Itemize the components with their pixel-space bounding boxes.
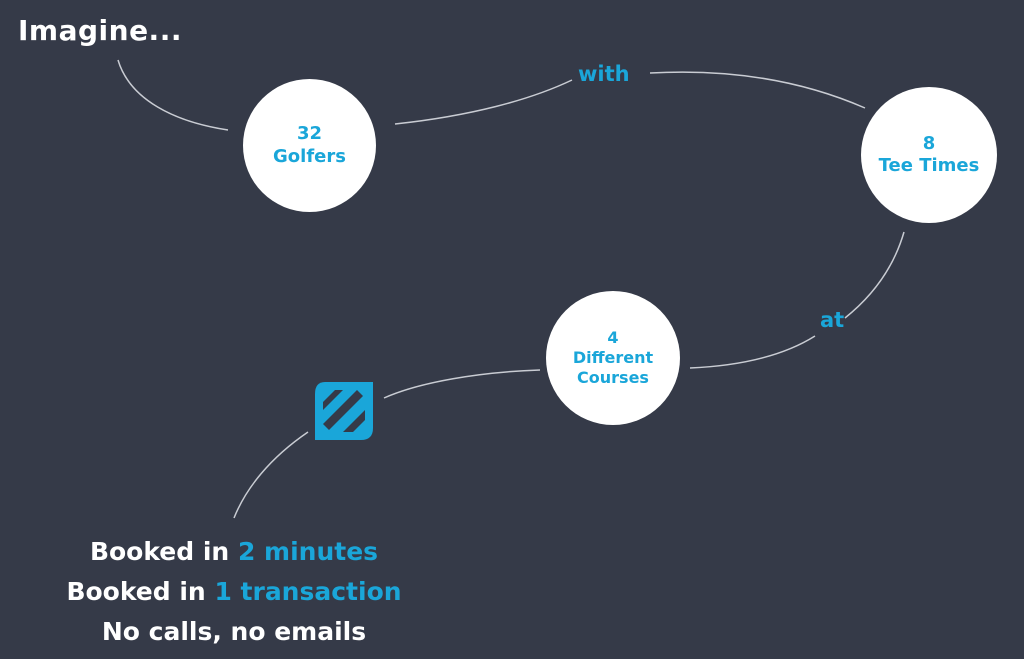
connector-line-with-teetimes [649,71,866,109]
summary-line-transaction-prefix: Booked in [66,577,215,606]
summary-line-minutes: Booked in 2 minutes [20,532,448,572]
summary-line-transaction: Booked in 1 transaction [20,572,448,612]
connector-line-golfers-with [394,79,573,125]
connector-line-courses-logo [383,369,541,399]
courses-count: 4 [607,328,619,347]
courses-label-line2: Courses [577,368,649,387]
golfers-label: Golfers [273,145,346,167]
tee-times-count: 8 [922,132,936,154]
connector-line-teetimes-at [844,231,905,319]
summary-line-minutes-prefix: Booked in [89,537,238,566]
summary-line-no-calls: No calls, no emails [101,617,367,646]
intro-text: Imagine... [18,14,182,47]
summary-line-minutes-highlight: 2 minutes [237,537,379,566]
tee-times-label: Tee Times [878,155,980,176]
connector-word-at: at [820,308,845,332]
connector-line-logo-summary [233,431,309,519]
connector-word-with: with [578,62,630,86]
connector-line-at-courses [689,335,816,369]
connector-line-intro-golfers [117,59,229,131]
brand-logo-icon [315,382,373,440]
courses-node: 4 Different Courses [546,291,680,425]
tee-times-node: 8 Tee Times [861,87,997,223]
golfers-node: 32 Golfers [243,79,376,212]
summary-line-transaction-highlight: 1 transaction [214,577,402,606]
golfers-count: 32 [296,123,323,144]
summary-block: Booked in 2 minutes Booked in 1 transact… [20,532,448,652]
courses-label-line1: Different [572,348,654,367]
